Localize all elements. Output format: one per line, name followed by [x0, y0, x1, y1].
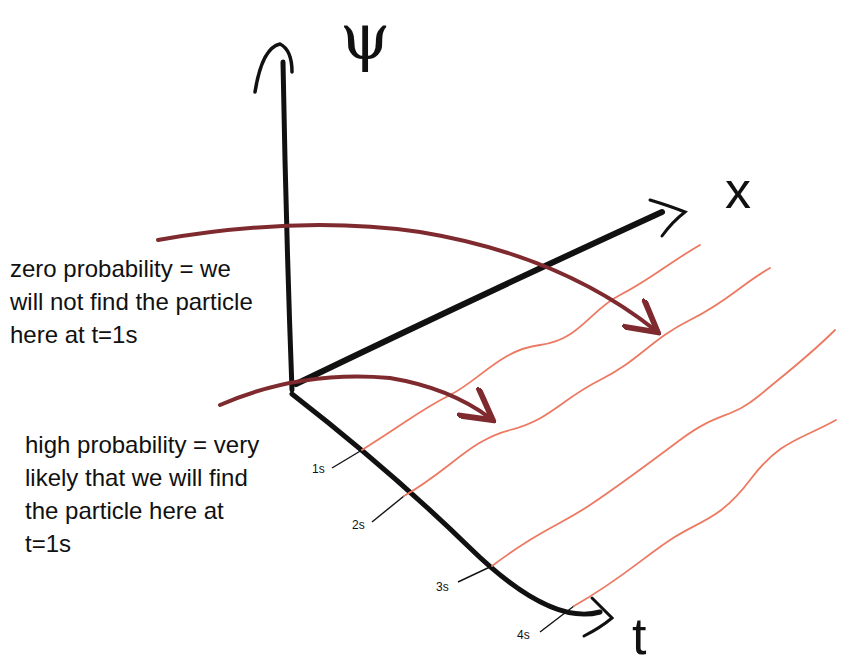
tick-label: 3s — [436, 580, 449, 594]
tick-label: 2s — [352, 518, 365, 532]
tick-label: 1s — [312, 462, 325, 476]
annotation-note: high probability = very likely that we w… — [25, 428, 270, 560]
t-axis — [292, 394, 600, 614]
psi-arrowhead — [255, 44, 292, 92]
tick-marks — [332, 450, 574, 632]
x-arrowhead — [650, 200, 685, 236]
callout-arrow — [220, 377, 490, 418]
axis-label: x — [725, 160, 751, 220]
t-arrowhead — [584, 598, 612, 636]
axis-label: t — [632, 606, 646, 666]
axis-label: ψ — [340, 0, 390, 74]
annotation-note: zero probability = we will not find the … — [10, 252, 260, 351]
tick-label: 4s — [517, 628, 530, 642]
wave-functions — [362, 245, 836, 606]
